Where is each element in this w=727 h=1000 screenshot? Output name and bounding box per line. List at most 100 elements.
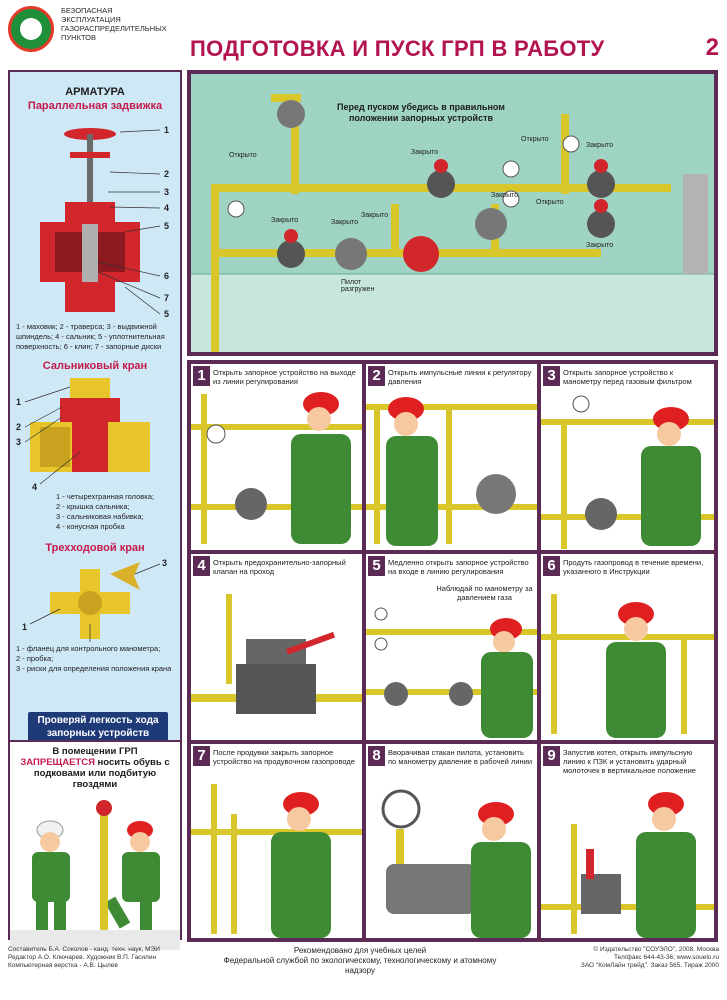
org-line-2: эксплуатация <box>61 15 121 24</box>
step-number: 1 <box>193 366 210 386</box>
step-9-illustration <box>541 792 714 938</box>
gate-valve-diagram: 1 2 3 4 5 6 7 5 <box>40 125 169 319</box>
step-text: Запустив котел, открыть импульсную линию… <box>563 748 696 775</box>
org-name: Безопасная эксплуатация газораспределите… <box>61 6 181 42</box>
page-title: ПОДГОТОВКА И ПУСК ГРП В РАБОТУ <box>190 36 605 61</box>
gate-callout-3: 3 <box>164 187 169 197</box>
three-way-caption-3: 3 - риски для определения положения кран… <box>16 664 172 673</box>
step-5-illustration <box>366 607 537 738</box>
credits: Составитель Б.А. Соколов - канд. техн. н… <box>8 946 218 970</box>
step-2-illustration <box>366 397 537 546</box>
main-note: Перед пуском убедись в правильном положе… <box>337 102 505 123</box>
step-text: Открыть импульсные линии к регулятору да… <box>388 368 532 386</box>
gland-caption-1: 1 - четырехгранная головка; <box>56 492 154 501</box>
grp-room-illustration: Перед пуском убедись в правильном положе… <box>191 74 714 352</box>
gate-callout-8: 5 <box>164 309 169 319</box>
credit-line-1: Составитель Б.А. Соколов - канд. техн. н… <box>8 946 160 953</box>
three-way-caption-1: 1 - фланец для контрольного манометра; <box>16 644 161 653</box>
step-card-3: 3 Открыть запорное устройство к манометр… <box>541 364 714 550</box>
step-card-8: 8 Вворачивая стакан пилота, установить п… <box>366 744 537 938</box>
recommend-line-1: Рекомендовано для учебных целей <box>293 946 427 955</box>
main-illustration-frame: Перед пуском убедись в правильном положе… <box>187 70 718 356</box>
step-6-illustration <box>541 594 714 738</box>
safety-seal-icon <box>8 6 54 52</box>
gate-callout-7: 7 <box>164 293 169 303</box>
step-text: Вворачивая стакан пилота, установить по … <box>388 748 533 766</box>
step-text: Продуть газопровод в течение времени, ук… <box>563 558 704 576</box>
step-text: Медленно открыть запорное устройство на … <box>388 558 529 576</box>
gate-callout-6: 6 <box>164 271 169 281</box>
step-card-1: 1 Открыть запорное устройство на выходе … <box>191 364 362 550</box>
gland-callout-4: 4 <box>32 482 37 492</box>
org-line-4: пунктов <box>61 33 97 42</box>
prohibition-highlight: ЗАПРЕЩАЕТСЯ <box>20 757 95 768</box>
step-text: Открыть предохранительно-запорный клапан… <box>213 558 346 576</box>
gate-callout-5: 5 <box>164 221 169 231</box>
gate-callout-4: 4 <box>164 203 169 213</box>
step-number: 6 <box>543 556 560 576</box>
step-card-7: 7 После продувки закрыть запорное устрой… <box>191 744 362 938</box>
label-closed-6: Закрыто <box>491 192 519 199</box>
step-number: 5 <box>368 556 385 576</box>
gland-cock-title: Сальниковый кран <box>42 360 148 372</box>
gland-callout-2: 2 <box>16 422 21 432</box>
three-way-diagram: 1 2 3 <box>22 558 167 642</box>
gland-cock-caption: 1 - четырехгранная головка; 2 - крышка с… <box>10 492 180 532</box>
gate-valve-caption: 1 - маховик; 2 - траверса; 3 - выдвижной… <box>16 322 165 351</box>
label-open-1: Открыто <box>229 152 257 159</box>
grp-room-drawing <box>191 74 714 352</box>
step-number: 3 <box>543 366 560 386</box>
prohibition-prefix: В помещении ГРП <box>52 746 138 757</box>
gland-caption-3: 3 - сальниковая набивка; <box>56 512 144 521</box>
org-line-1: Безопасная <box>61 6 113 15</box>
three-way-caption: 1 - фланец для контрольного манометра; 2… <box>10 644 180 674</box>
credit-line-3: Компьютерная верстка - А.В. Цылев <box>8 962 118 969</box>
recommendation: Рекомендовано для учебных целей Федераль… <box>210 946 510 976</box>
prohibition-panel: В помещении ГРП ЗАПРЕЩАЕТСЯ носить обувь… <box>8 740 182 950</box>
org-line-3: газораспределительных <box>61 24 167 33</box>
step-card-5: 5 Медленно открыть запорное устройство н… <box>366 554 537 740</box>
label-closed-1: Закрыто <box>411 149 439 156</box>
gland-callout-1: 1 <box>16 397 21 407</box>
step-text: После продувки закрыть запорное устройст… <box>213 748 355 766</box>
label-closed-2: Закрыто <box>586 142 614 149</box>
label-closed-5: Закрыто <box>361 212 389 219</box>
publisher-line-3: ЗАО "КомЛайн трейд". Заказ 565. Тираж 20… <box>580 962 719 969</box>
step-5-note: Наблюдай по манометру за давлением газа <box>436 584 533 602</box>
gland-caption-4: 4 - конусная пробка <box>56 522 125 531</box>
step-7-illustration <box>191 784 362 938</box>
step-number: 2 <box>368 366 385 386</box>
step-card-9: 9 Запустив котел, открыть импульсную лин… <box>541 744 714 938</box>
step-number: 9 <box>543 746 560 766</box>
step-number: 4 <box>193 556 210 576</box>
publisher-line-1: © Издательство "СОУЭЛО", 2008. Москва <box>593 946 719 953</box>
gate-valve-title: Параллельная задвижка <box>27 100 163 112</box>
label-closed-7: Закрыто <box>586 242 614 249</box>
gate-callout-2: 2 <box>164 169 169 179</box>
label-closed-3: Закрыто <box>271 217 299 224</box>
label-pilot: Пилот разгружен <box>341 279 375 293</box>
step-3-illustration <box>541 395 714 549</box>
fittings-heading: АРМАТУРА <box>65 86 125 98</box>
gate-callout-1: 1 <box>164 125 169 135</box>
prohibition-illustration <box>10 800 180 950</box>
recommend-line-2: Федеральной службой по экологическому, т… <box>223 956 497 975</box>
step-number: 8 <box>368 746 385 766</box>
gland-caption-2: 2 - крышка сальника; <box>56 502 130 511</box>
three-way-title: Трехходовой кран <box>45 542 145 554</box>
prohibition-suffix: носить обувь с подковами или подбитую гв… <box>33 757 170 790</box>
step-card-4: 4 Открыть предохранительно-запорный клап… <box>191 554 362 740</box>
label-open-3: Открыто <box>536 199 564 206</box>
check-valves-banner: Проверяй легкость хода запорных устройст… <box>28 712 168 742</box>
step-4-illustration <box>191 594 362 714</box>
prohibition-text: В помещении ГРП ЗАПРЕЩАЕТСЯ носить обувь… <box>10 742 180 790</box>
page-number: 2 <box>705 34 719 61</box>
publisher-info: © Издательство "СОУЭЛО", 2008. Москва Те… <box>509 946 719 970</box>
step-number: 7 <box>193 746 210 766</box>
step-text: Открыть запорное устройство к манометру … <box>563 368 692 386</box>
three-way-caption-2: 2 - пробка; <box>16 654 54 663</box>
steps-grid: 1 Открыть запорное устройство на выходе … <box>187 360 718 942</box>
step-card-6: 6 Продуть газопровод в течение времени, … <box>541 554 714 740</box>
step-text: Открыть запорное устройство на выходе из… <box>213 368 356 386</box>
step-1-illustration <box>191 392 362 544</box>
